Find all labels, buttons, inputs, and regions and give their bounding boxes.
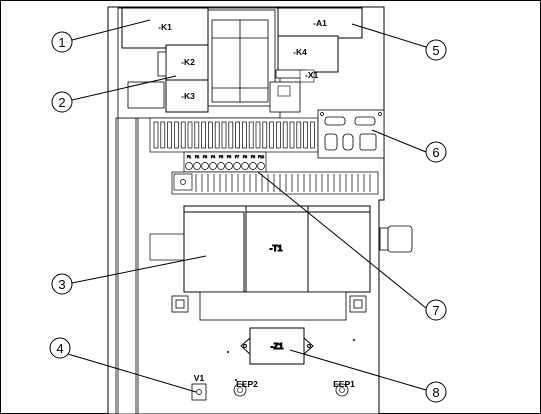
busbar-fin [242, 122, 246, 148]
fuse-holder [202, 163, 209, 170]
busbar-fin [208, 122, 212, 148]
busbar-fin [222, 122, 226, 148]
fuse-holder [218, 163, 225, 170]
busbar-fin [297, 122, 301, 148]
fuse-label: F2 [195, 155, 199, 159]
side-knob [380, 226, 412, 252]
connector-block [318, 110, 384, 158]
transformer-base [172, 292, 366, 320]
eep1-label: EEP1 [333, 379, 355, 389]
fuse-label: F1 [187, 155, 191, 159]
x1-label: -X1 [305, 70, 319, 80]
busbar-fin [154, 122, 158, 148]
fuse-holder [210, 163, 217, 170]
fuse-holder [194, 163, 201, 170]
k2-label: -K2 [181, 57, 195, 67]
fuse-holder [250, 163, 257, 170]
v1-label: V1 [194, 373, 205, 383]
svg-text:8: 8 [432, 385, 439, 400]
mark-dot [353, 339, 355, 341]
busbar-fin [256, 122, 260, 148]
fuse-label: F3 [203, 155, 207, 159]
busbar-fins [150, 118, 318, 152]
fuse-label: F4 [211, 155, 215, 159]
fuse-label: F9 [251, 155, 255, 159]
k1-label: -K1 [158, 22, 172, 32]
callout-4: 4 [50, 338, 70, 358]
busbar-fin [188, 122, 192, 148]
busbar-fin [168, 122, 172, 148]
busbar-fin [283, 122, 287, 148]
callout-2: 2 [52, 92, 72, 112]
z1-label: -Z1 [271, 341, 284, 351]
busbar-fin [304, 122, 308, 148]
busbar-fin [263, 122, 267, 148]
busbar-fin [195, 122, 199, 148]
callout-5: 5 [426, 40, 446, 60]
relay-k1: -K1 [122, 8, 208, 48]
mark-dot [227, 351, 229, 353]
busbar-fin [202, 122, 206, 148]
svg-text:5: 5 [432, 43, 439, 58]
callout-8: 8 [426, 382, 446, 402]
callout-7: 7 [426, 300, 446, 320]
busbar-fin [215, 122, 219, 148]
callout-1: 1 [52, 32, 72, 52]
filter-z1: -Z1 [241, 328, 313, 364]
busbar-fin [249, 122, 253, 148]
svg-text:4: 4 [56, 341, 63, 356]
busbar-fin [181, 122, 185, 148]
svg-text:2: 2 [58, 95, 65, 110]
callout-6: 6 [426, 142, 446, 162]
relay-k2: -K2 [158, 45, 208, 81]
k4-label: -K4 [293, 47, 307, 57]
rail-stub [150, 234, 184, 260]
fuse-label: F10 [258, 155, 264, 159]
callout-3: 3 [52, 274, 72, 294]
busbar-fin [276, 122, 280, 148]
k3-label: -K3 [181, 91, 195, 101]
fuse-label: F6 [227, 155, 231, 159]
fuse-label: F5 [219, 155, 223, 159]
svg-text:6: 6 [432, 145, 439, 160]
a1-label: -A1 [313, 18, 327, 28]
svg-text:1: 1 [58, 35, 65, 50]
busbar-fin [290, 122, 294, 148]
fuse-holder [258, 163, 265, 170]
transformer-t1: -T1 [184, 206, 370, 292]
fuse-holder [234, 163, 241, 170]
component-v1: V1 [192, 373, 206, 400]
fuse-label: F8 [243, 155, 247, 159]
eep2-label: EEP2 [236, 379, 258, 389]
t1-label: -T1 [270, 243, 283, 253]
svg-text:7: 7 [432, 303, 439, 318]
fuse-holder [242, 163, 249, 170]
busbar-fin [161, 122, 165, 148]
fuse-label: F7 [235, 155, 239, 159]
terminal-strip [172, 172, 378, 194]
busbar-fin [236, 122, 240, 148]
busbar-fin [310, 122, 314, 148]
fuse-holder [226, 163, 233, 170]
busbar-fin [174, 122, 178, 148]
busbar-fin [229, 122, 233, 148]
svg-text:3: 3 [58, 277, 65, 292]
fuse-holder [186, 163, 193, 170]
module-a1: -A1 [278, 8, 362, 38]
busbar-fin [270, 122, 274, 148]
